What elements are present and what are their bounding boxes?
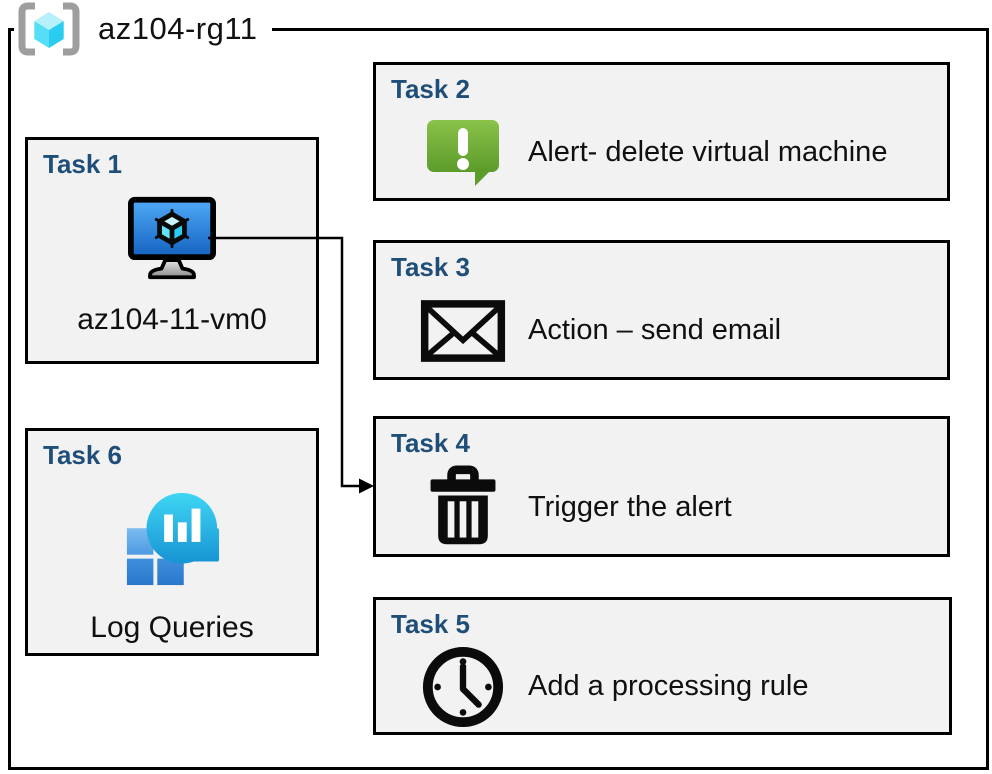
task-6-label: Log Queries	[90, 610, 254, 644]
resource-group-name: az104-rg11	[98, 11, 258, 46]
virtual-machine-icon	[128, 196, 216, 279]
task-5-title: Task 5	[391, 609, 471, 639]
task-1-title: Task 1	[43, 149, 123, 179]
task-1-label: az104-11-vm0	[77, 302, 267, 336]
task-5-label: Add a processing rule	[528, 670, 809, 703]
task-4-label: Trigger the alert	[528, 490, 732, 523]
trash-icon	[430, 465, 496, 545]
task-2-label: Alert- delete virtual machine	[528, 135, 888, 168]
task-2-box: Task 2 Alert- delete virtual machine	[373, 62, 950, 201]
task-4-box: Task 4 Trigger the alert	[373, 416, 950, 557]
resource-group-container	[8, 28, 989, 770]
email-envelope-icon	[420, 300, 506, 362]
resource-group-icon	[18, 2, 80, 56]
clock-icon	[422, 646, 504, 727]
task-2-title: Task 2	[391, 74, 471, 104]
resource-group-label: az104-rg11	[14, 0, 272, 58]
task-5-box: Task 5 Add a processing rule	[373, 597, 952, 735]
alert-message-icon	[427, 120, 499, 187]
task-3-box: Task 3 Action – send email	[373, 240, 950, 380]
task-6-title: Task 6	[43, 440, 123, 470]
task-1-box: Task 1	[25, 137, 319, 364]
task-3-title: Task 3	[391, 252, 471, 282]
log-queries-icon	[126, 492, 220, 585]
task-6-box: Task 6	[25, 428, 319, 656]
task-3-label: Action – send email	[528, 314, 782, 347]
task-4-title: Task 4	[391, 428, 471, 458]
